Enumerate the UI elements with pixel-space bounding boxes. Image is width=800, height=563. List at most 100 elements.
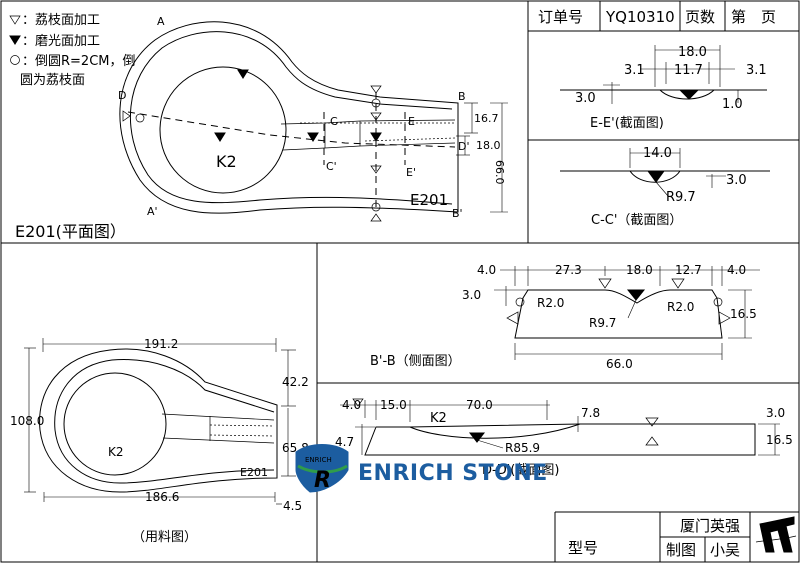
side-dim-b: 27.3 bbox=[555, 263, 582, 277]
matte-mark-icon bbox=[370, 165, 382, 174]
plan-view: A A' B B' C C' D D' E E' K2 E201 16.7 18… bbox=[15, 15, 508, 241]
point-d-prime-label: D' bbox=[458, 140, 470, 153]
fillet-mark-icon bbox=[515, 297, 525, 307]
dim-channel-18-0: 18.0 bbox=[476, 139, 501, 152]
point-a-label: A bbox=[157, 15, 165, 28]
cc-dim-thick: 3.0 bbox=[726, 173, 747, 188]
point-a-prime-label: A' bbox=[147, 205, 158, 218]
matte-mark-icon bbox=[370, 213, 382, 222]
legend: ：荔枝面加工 ：磨光面加工 ：倒圆R=2CM，倒 圆为荔枝面 bbox=[9, 13, 136, 88]
dd-dim-height: 16.5 bbox=[766, 433, 793, 447]
polished-mark-icon bbox=[370, 132, 382, 142]
side-view-caption: B'-B（侧面图） bbox=[370, 354, 461, 369]
side-radius-right: R2.0 bbox=[667, 300, 694, 314]
channel-top-edge bbox=[280, 119, 456, 125]
model-label: 型号 bbox=[568, 539, 598, 557]
dim-width-66-0: 66.0 bbox=[493, 160, 506, 185]
side-dim-total: 66.0 bbox=[606, 357, 633, 371]
section-cc: 14.0 3.0 R9.7 C-C'（截面图） bbox=[560, 146, 770, 228]
dd-dim-b: 15.0 bbox=[380, 398, 407, 412]
side-view-profile bbox=[514, 289, 723, 339]
dim-channel-16-7: 16.7 bbox=[474, 112, 499, 125]
matte-mark-icon bbox=[598, 278, 612, 289]
material-dim-bottom: 186.6 bbox=[145, 490, 179, 504]
dd-profile bbox=[364, 423, 756, 456]
polished-mark-icon bbox=[468, 432, 486, 443]
material-caption: （用料图） bbox=[132, 530, 197, 545]
matte-mark-icon bbox=[645, 436, 659, 446]
point-b-label: B bbox=[458, 90, 466, 103]
side-radius-left: R2.0 bbox=[537, 296, 564, 310]
legend-matte-text: ：荔枝面加工 bbox=[22, 13, 100, 28]
fillet-mark-icon bbox=[371, 202, 381, 212]
company-logo bbox=[755, 516, 797, 553]
point-c-label: C bbox=[330, 115, 338, 128]
matte-mark-icon bbox=[671, 278, 685, 289]
polished-mark-icon bbox=[678, 89, 700, 100]
watermark-badge-text: ENRICH bbox=[305, 456, 332, 464]
ee-caption: E-E'(截面图) bbox=[590, 116, 664, 131]
material-bowl-label: K2 bbox=[108, 445, 124, 459]
material-dim-left: 108.0 bbox=[10, 414, 44, 428]
watermark-letter: R bbox=[314, 468, 331, 493]
plan-inner-outline bbox=[130, 31, 453, 205]
fillet-circle-icon bbox=[10, 55, 20, 65]
dd-dim-c: 70.0 bbox=[466, 398, 493, 412]
cc-dim-width: 14.0 bbox=[643, 146, 672, 161]
section-line-d bbox=[127, 111, 456, 148]
section-ee: 18.0 3.1 11.7 3.1 3.0 1.0 E-E'(截面图) bbox=[560, 45, 767, 131]
point-c-prime-label: C' bbox=[326, 160, 337, 173]
polished-mark-icon bbox=[647, 170, 665, 183]
watermark-text: ENRICH STONE bbox=[358, 461, 548, 486]
side-dim-thick: 3.0 bbox=[462, 288, 481, 302]
matte-finish-triangle-icon bbox=[9, 15, 21, 25]
side-view: 4.0 27.3 18.0 12.7 4.0 3.0 R2.0 R2.0 R9.… bbox=[370, 263, 760, 371]
matte-mark-icon bbox=[645, 417, 659, 427]
ee-dim-thick: 3.0 bbox=[575, 91, 596, 106]
plan-bowl-label: K2 bbox=[216, 152, 237, 171]
material-dim-top: 191.2 bbox=[144, 337, 178, 351]
material-view: K2 E201 191.2 186.6 108.0 42.2 65.8 4.5 … bbox=[10, 337, 309, 545]
ee-dim-depth: 1.0 bbox=[722, 97, 743, 112]
plan-outer-outline bbox=[119, 21, 459, 214]
title-block-top: 订单号 YQ10310 页数 第 页 bbox=[528, 1, 799, 32]
ee-dim-left: 3.1 bbox=[624, 63, 645, 78]
page-count-label: 页数 bbox=[685, 8, 715, 26]
material-inner-outline bbox=[54, 359, 275, 484]
polished-mark-icon bbox=[214, 132, 226, 142]
side-dim-a: 4.0 bbox=[477, 263, 496, 277]
ee-dim-right: 3.1 bbox=[746, 63, 767, 78]
drawn-by-value: 小吴 bbox=[710, 541, 740, 559]
material-outer-outline bbox=[39, 348, 278, 493]
legend-fillet-line2: 圆为荔枝面 bbox=[20, 73, 85, 88]
dd-caption: D-D'(截面图) bbox=[482, 463, 559, 478]
matte-mark-icon bbox=[506, 311, 519, 325]
order-number-label: 订单号 bbox=[538, 8, 583, 26]
fillet-mark-icon bbox=[371, 98, 381, 108]
ee-dim-total: 18.0 bbox=[678, 45, 707, 60]
side-dim-c: 18.0 bbox=[626, 263, 653, 277]
polished-finish-triangle-icon bbox=[9, 35, 21, 45]
matte-mark-icon bbox=[718, 311, 731, 325]
side-dim-e: 4.0 bbox=[727, 263, 746, 277]
dd-dim-left: 4.7 bbox=[335, 435, 354, 449]
dd-dim-d: 7.8 bbox=[581, 406, 600, 420]
point-e-label: E bbox=[408, 115, 415, 128]
legend-fillet-line1: ：倒圆R=2CM，倒 bbox=[22, 54, 136, 69]
matte-mark-icon bbox=[352, 398, 364, 407]
material-dim-right-upper: 42.2 bbox=[282, 375, 309, 389]
side-radius-mid: R9.7 bbox=[589, 316, 616, 330]
order-number-value: YQ10310 bbox=[605, 8, 675, 26]
point-e-prime-label: E' bbox=[406, 166, 416, 179]
polished-mark-icon bbox=[237, 69, 249, 79]
material-model-label: E201 bbox=[240, 466, 268, 479]
channel-bottom-edge bbox=[282, 142, 456, 151]
plan-model-label: E201 bbox=[410, 191, 448, 209]
watermark: ENRICH R ENRICH STONE bbox=[295, 444, 548, 493]
fillet-mark-icon bbox=[135, 113, 145, 123]
polished-mark-icon bbox=[307, 132, 319, 142]
side-dim-height: 16.5 bbox=[730, 307, 757, 321]
side-dim-d: 12.7 bbox=[675, 263, 702, 277]
